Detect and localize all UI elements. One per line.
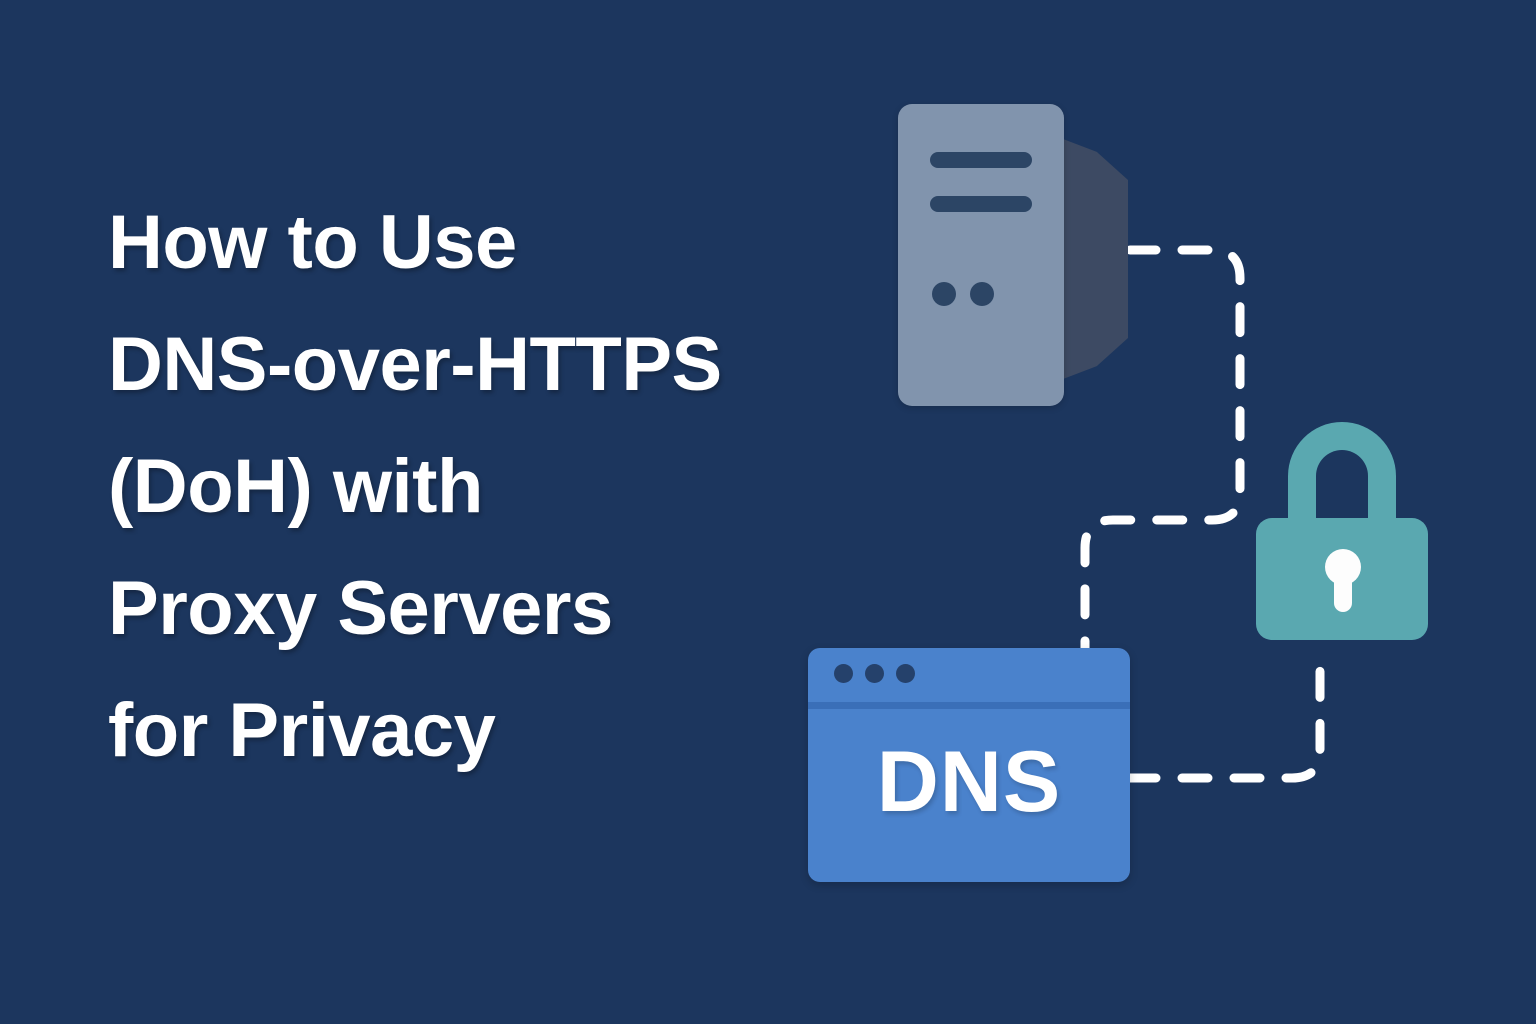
browser-titlebar-separator [808,702,1130,709]
browser-window-icon: DNS [808,648,1130,882]
server-slot-bar-1 [930,152,1032,168]
server-led-2 [970,282,994,306]
headline-line-4: Proxy Servers [108,566,613,651]
server-led-1 [932,282,956,306]
dns-label: DNS [876,734,1062,830]
headline-line-2: DNS-over-HTTPS [108,322,722,407]
server-slot-bar-2 [930,196,1032,212]
padlock-keyhole-stem [1334,572,1352,612]
page-title: How to Use DNS-over-HTTPS (DoH) with Pro… [108,182,928,792]
connector-dns-to-lock [1125,643,1325,783]
server-front-panel [898,104,1064,406]
headline-line-1: How to Use [108,200,517,285]
browser-titlebar [808,648,1130,696]
window-control-dot-2 [865,664,884,683]
window-control-dot-3 [896,664,915,683]
headline-line-5: for Privacy [108,688,496,773]
padlock-icon [1256,422,1428,640]
headline-line-3: (DoH) with [108,444,483,529]
window-control-dot-1 [834,664,853,683]
server-tower-icon [898,104,1138,414]
